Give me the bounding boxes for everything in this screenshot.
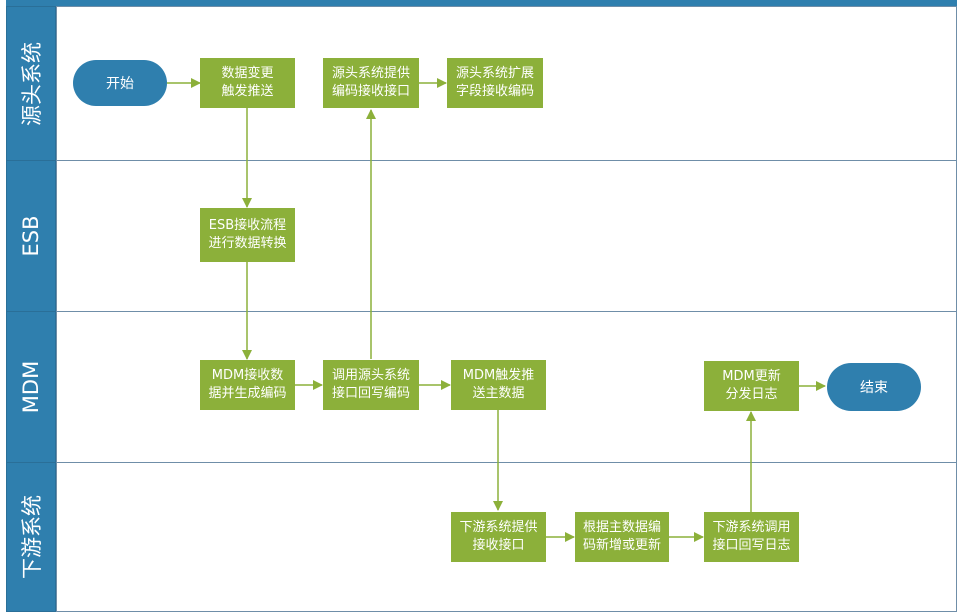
start-terminal: 开始 [73, 60, 167, 106]
process-mdm-receive: MDM接收数 据并生成编码 [200, 360, 295, 410]
process-data-change: 数据变更 触发推送 [200, 58, 295, 108]
process-mdm-log: MDM更新 分发日志 [704, 361, 799, 411]
lane-header-esb: ESB [6, 160, 56, 312]
lane-header-source: 源头系统 [6, 6, 56, 161]
process-source-provide: 源头系统提供 编码接收接口 [323, 58, 419, 108]
lane-header-mdm: MDM [6, 311, 56, 463]
process-esb-receive: ESB接收流程 进行数据转换 [200, 208, 295, 262]
process-source-extend: 源头系统扩展 字段接收编码 [447, 58, 543, 108]
process-down-provide: 下游系统提供 接收接口 [451, 512, 546, 562]
process-down-update: 根据主数据编 码新增或更新 [575, 512, 669, 562]
process-down-callback: 下游系统调用 接口回写日志 [704, 512, 799, 562]
end-terminal: 结束 [827, 363, 921, 411]
process-mdm-push: MDM触发推 送主数据 [451, 360, 546, 410]
process-mdm-callback: 调用源头系统 接口回写编码 [323, 360, 419, 410]
lane-header-downstream: 下游系统 [6, 462, 56, 612]
top-border [6, 0, 957, 6]
